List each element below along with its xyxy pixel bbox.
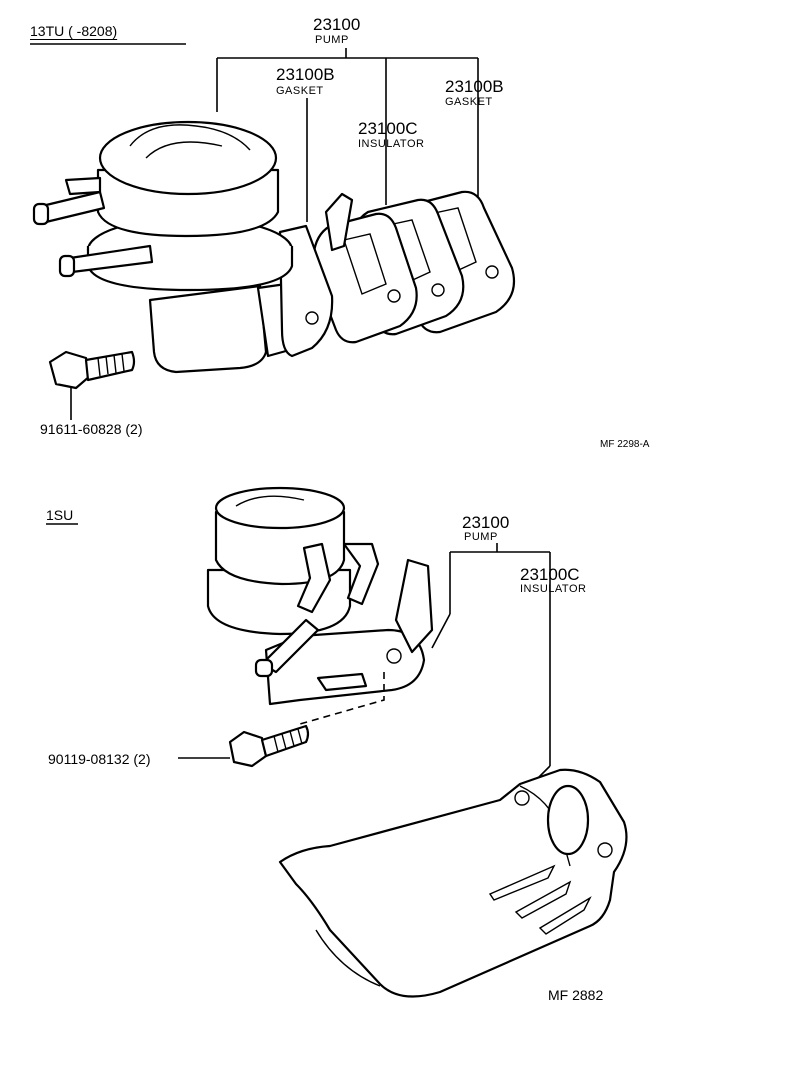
- gasket-left-number: 23100B: [276, 65, 335, 84]
- bolt-part-number-1: 91611-60828 (2): [40, 421, 143, 437]
- gasket-left-label: GASKET: [276, 85, 324, 97]
- fuel-pump-icon: [206, 486, 434, 706]
- insulator-number-1: 23100C: [358, 119, 418, 138]
- gasket-right-label: GASKET: [445, 96, 493, 108]
- heat-shield-icon: [278, 768, 628, 998]
- insulator-label-1: INSULATOR: [358, 138, 425, 150]
- bolt-icon: [48, 350, 136, 390]
- pump-label-2: PUMP: [464, 531, 498, 543]
- fuel-pump-icon: [32, 120, 354, 374]
- section2-heading: 1SU: [46, 507, 74, 523]
- pump-label-1: PUMP: [315, 34, 349, 46]
- pump-number-1: 23100: [313, 15, 361, 34]
- alignment-dash: [299, 672, 385, 725]
- figure-code-1: MF 2298-A: [600, 439, 650, 450]
- leader-lines-1: [70, 48, 479, 420]
- pump-number-2: 23100: [462, 513, 510, 532]
- bolt-part-number-2: 90119-08132 (2): [48, 751, 151, 767]
- leader-lines-2: [178, 543, 551, 781]
- gasket-right-number: 23100B: [445, 77, 504, 96]
- figure-code-2: MF 2882: [548, 987, 604, 1003]
- section1-heading: 13TU ( -8208): [30, 23, 118, 39]
- insulator-number-2: 23100C: [520, 565, 580, 584]
- bolt-icon: [228, 724, 310, 768]
- insulator-label-2: INSULATOR: [520, 583, 587, 595]
